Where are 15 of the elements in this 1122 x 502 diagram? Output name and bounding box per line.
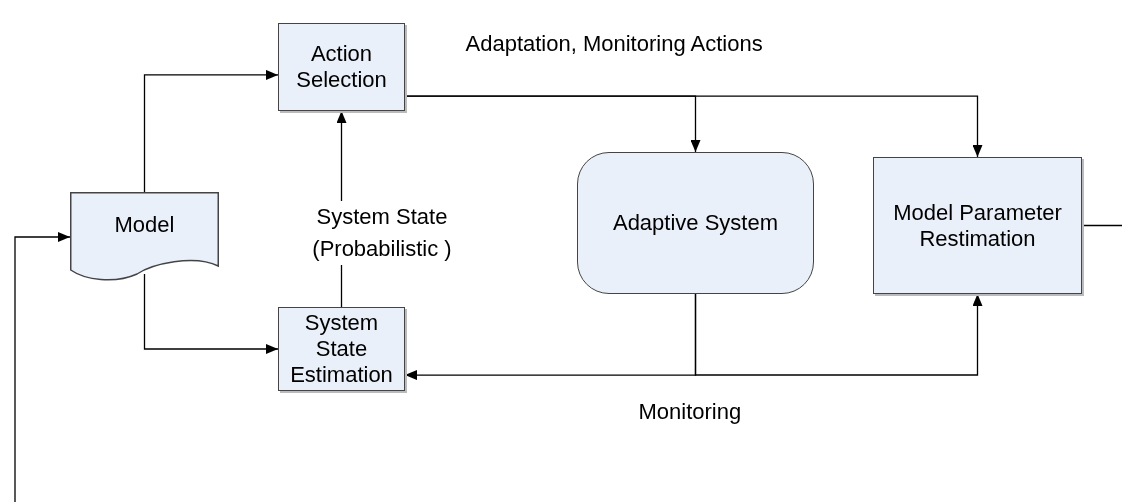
arrow <box>694 293 983 376</box>
rounded-box <box>577 152 814 294</box>
node-label: Adaptive System <box>612 210 779 236</box>
node-label: Action Selection <box>295 41 388 93</box>
arrow <box>143 273 279 354</box>
process-box <box>873 157 1082 294</box>
node-label: Model Parameter Restimation <box>892 199 1063 252</box>
process-box <box>278 23 405 111</box>
document-shape <box>70 192 219 282</box>
process-box <box>278 307 405 391</box>
node-label: System State Estimation <box>289 310 394 388</box>
node-label: Model <box>114 212 175 238</box>
arrow <box>14 224 1122 502</box>
arrow <box>404 95 983 158</box>
arrow <box>143 69 279 193</box>
